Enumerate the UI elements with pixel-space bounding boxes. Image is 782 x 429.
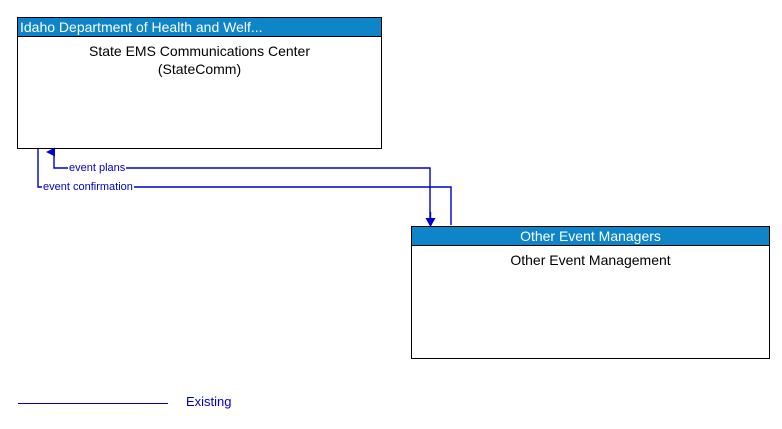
context-box-statecomm[interactable]: Idaho Department of Health and Welf... S… bbox=[17, 17, 382, 149]
context-box-statecomm-header: Idaho Department of Health and Welf... bbox=[18, 18, 381, 37]
context-box-other-event-managers-body: Other Event Management bbox=[412, 246, 769, 269]
context-box-statecomm-body: State EMS Communications Center (StateCo… bbox=[18, 37, 381, 78]
context-box-other-event-managers-body-line1: Other Event Management bbox=[510, 252, 671, 268]
connector-label-event-plans: event plans bbox=[68, 162, 127, 174]
legend-label-existing: Existing bbox=[186, 394, 232, 409]
legend: Existing bbox=[18, 394, 318, 416]
connector-label-event-confirmation: event confirmation bbox=[42, 181, 134, 193]
arrowhead-down-other-event-managers bbox=[425, 212, 436, 227]
context-box-other-event-managers-header: Other Event Managers bbox=[412, 227, 769, 246]
context-box-statecomm-body-line1: State EMS Communications Center bbox=[89, 43, 310, 59]
context-box-other-event-managers[interactable]: Other Event Managers Other Event Managem… bbox=[411, 226, 770, 359]
context-box-statecomm-body-line2: (StateComm) bbox=[157, 61, 242, 77]
legend-line-existing bbox=[18, 403, 168, 404]
